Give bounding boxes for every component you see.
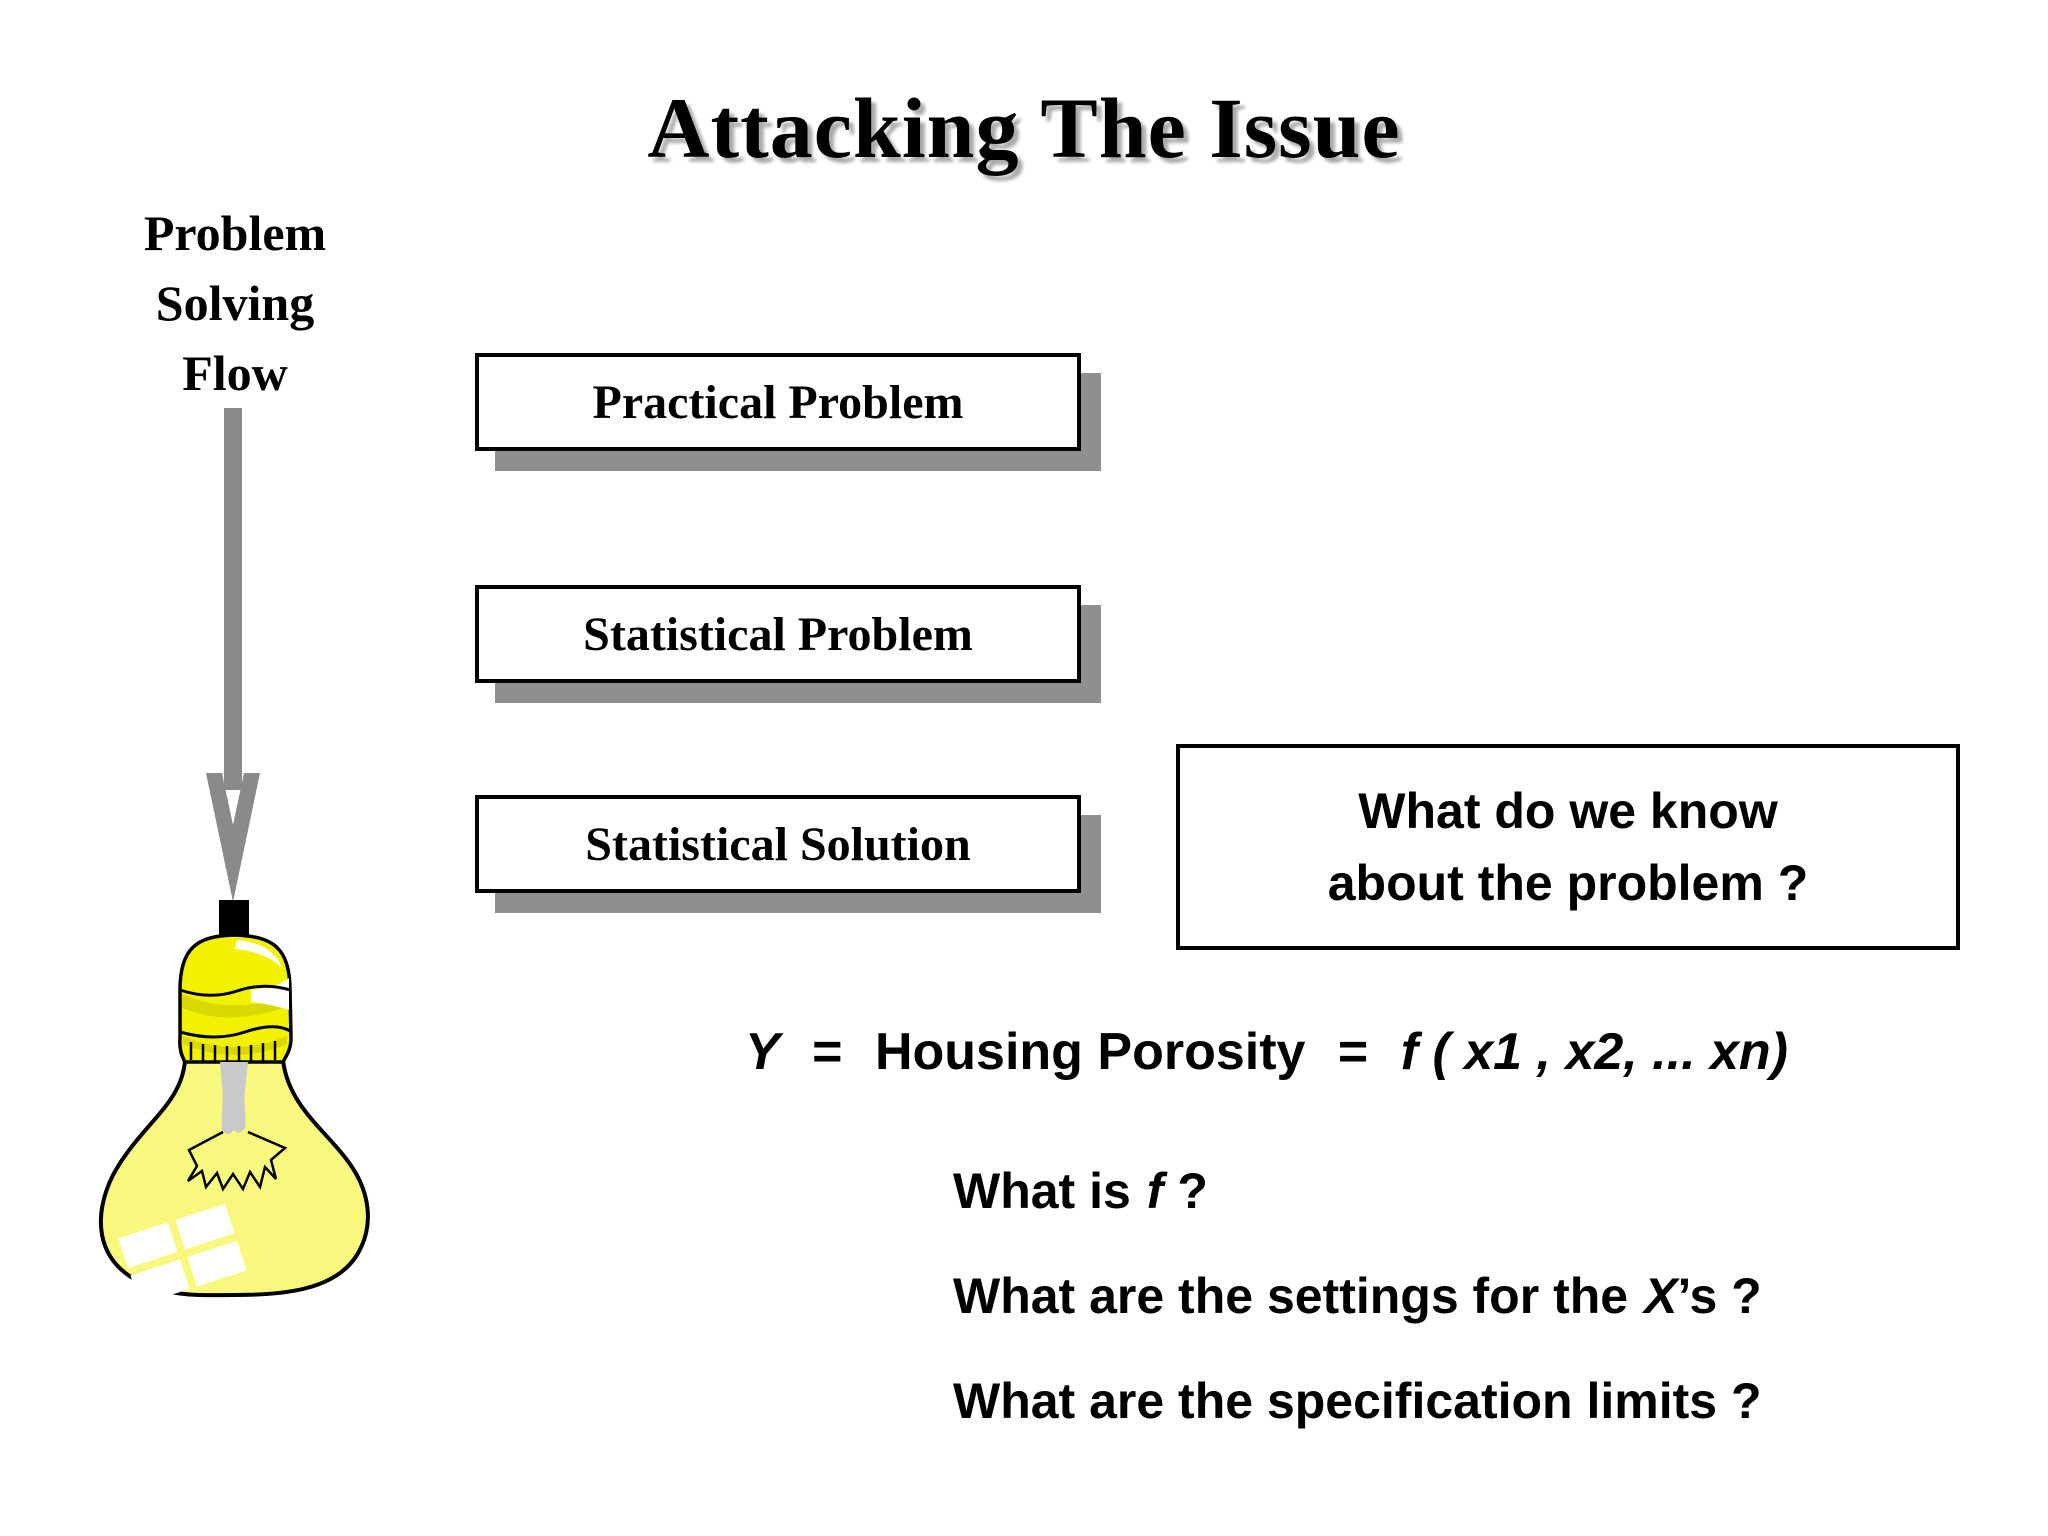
question-prefix: What are the settings for the	[953, 1268, 1629, 1324]
formula-equals-1: =	[812, 1023, 843, 1081]
flow-label-line-2: Solving	[155, 275, 315, 331]
know-box-line-2: about the problem ?	[1327, 855, 1809, 911]
question-italic: f	[1146, 1163, 1164, 1219]
bulb-cap-shade	[182, 994, 288, 1018]
formula-line: Y = Housing Porosity = f ( x1 , x2, ... …	[745, 1022, 1788, 1082]
flow-box-statistical-problem: Statistical Problem	[475, 585, 1081, 683]
down-arrow-icon	[206, 408, 260, 902]
question-settings-for-xs: What are the settings for the X’s ?	[953, 1267, 1762, 1325]
question-suffix: ’s ?	[1677, 1268, 1762, 1324]
question-what-is-f: What is f ?	[953, 1162, 1208, 1220]
problem-solving-flow-label: Problem Solving Flow	[70, 198, 400, 408]
question-prefix: What is	[953, 1163, 1131, 1219]
formula-name: Housing Porosity	[874, 1023, 1306, 1081]
flow-box-statistical-solution: Statistical Solution	[475, 795, 1081, 893]
flow-label-line-3: Flow	[182, 345, 288, 401]
bulb-cap-shade	[183, 1036, 287, 1055]
formula-y: Y	[745, 1023, 780, 1081]
question-prefix: What are the specification limits ?	[953, 1373, 1762, 1429]
formula-equals-2: =	[1337, 1023, 1369, 1081]
arrow-head	[206, 773, 260, 902]
flow-box-label: Statistical Solution	[585, 817, 971, 871]
question-italic: X	[1644, 1268, 1678, 1324]
bulb-stem	[220, 1062, 248, 1134]
page-title: Attacking The Issue	[647, 80, 1401, 176]
bulb-filament	[186, 1130, 288, 1192]
question-suffix: ?	[1177, 1163, 1208, 1219]
bulb-cap-highlight	[235, 940, 282, 968]
bulb-cap-ring	[179, 984, 291, 997]
flow-label-line-1: Problem	[143, 205, 327, 261]
bulb-cap-threads	[189, 1041, 277, 1062]
arrow-shaft	[224, 408, 242, 790]
formula-fx: f ( x1 , x2, ... xn)	[1400, 1023, 1788, 1081]
flow-box-label: Statistical Problem	[583, 607, 973, 661]
know-box-line-1: What do we know	[1358, 783, 1778, 839]
know-box: What do we know about the problem ?	[1176, 744, 1960, 950]
flow-box-label: Practical Problem	[592, 375, 964, 429]
bulb-window-highlight	[118, 1203, 247, 1306]
flow-box-practical-problem: Practical Problem	[475, 353, 1081, 451]
bulb-cap-ring	[179, 1025, 291, 1039]
question-specification-limits: What are the specification limits ?	[953, 1372, 1778, 1430]
light-bulb-icon	[98, 900, 370, 1306]
